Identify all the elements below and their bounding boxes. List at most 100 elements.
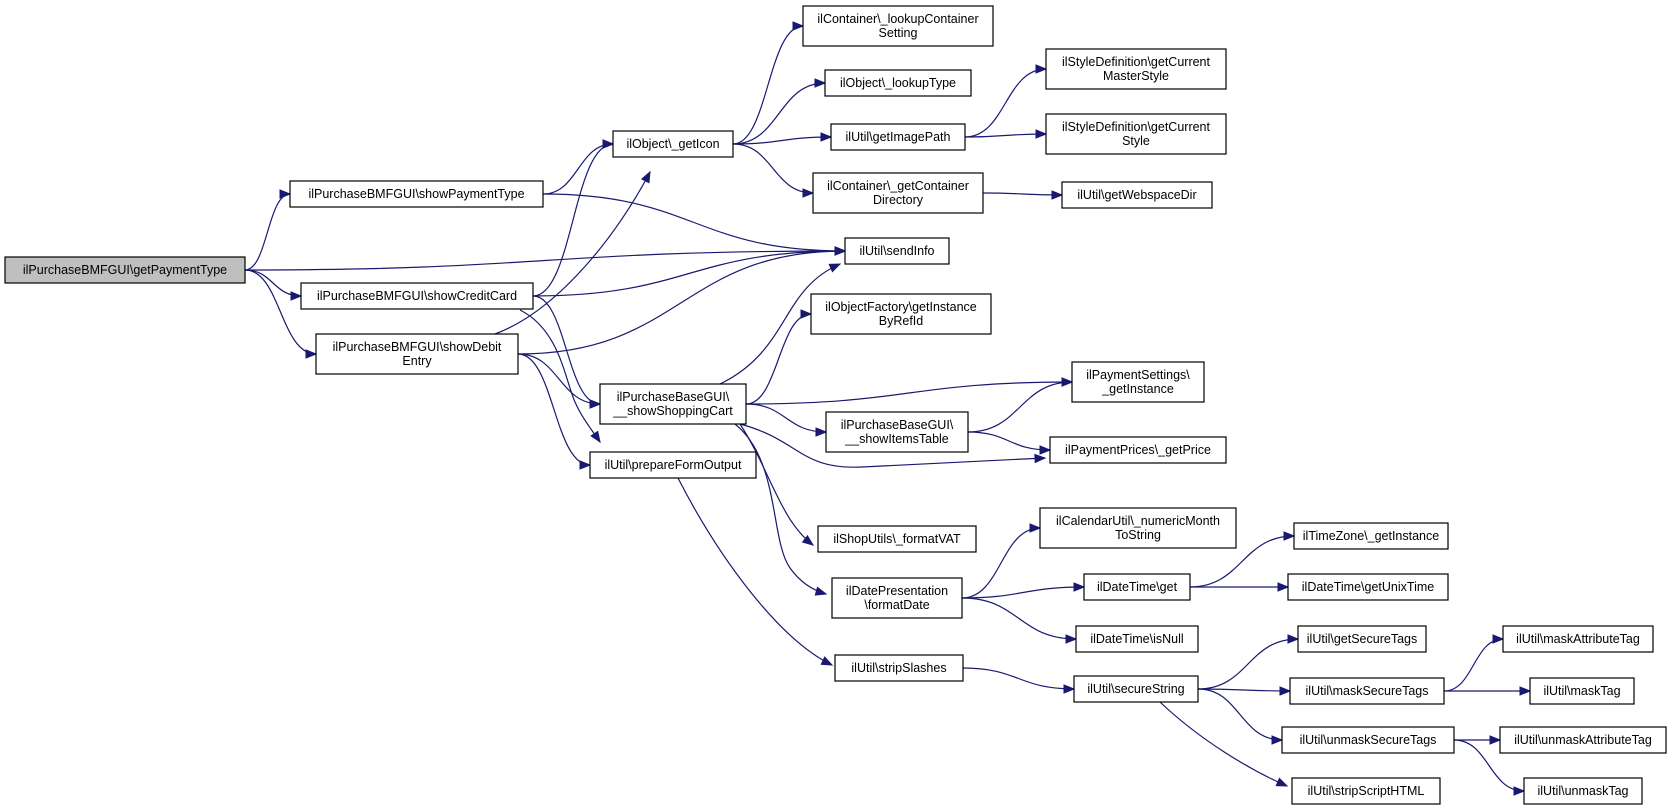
call-edge-line — [961, 586, 1085, 599]
call-edge-line — [982, 192, 1063, 196]
node-box — [589, 451, 757, 479]
arrowhead-icon — [801, 534, 815, 546]
node-label: Setting — [879, 26, 918, 40]
call-edge-line — [734, 423, 827, 595]
call-edge — [517, 246, 847, 355]
node-box — [817, 525, 977, 553]
function-node[interactable]: ilShopUtils\_formatVAT — [817, 525, 977, 553]
function-node[interactable]: ilUtil\sendInfo — [844, 237, 950, 265]
call-edge — [1159, 701, 1289, 787]
function-node[interactable]: ilObject\_lookupType — [824, 69, 972, 97]
function-node[interactable]: ilUtil\stripSlashes — [834, 654, 964, 682]
function-node[interactable]: ilDateTime\get — [1083, 573, 1191, 601]
call-edge-line — [494, 171, 651, 335]
call-edge-line — [1197, 638, 1299, 690]
call-edge — [964, 64, 1048, 138]
function-node[interactable]: ilPurchaseBaseGUI\__showItemsTable — [825, 411, 969, 453]
node-label: __showItemsTable — [844, 432, 949, 446]
function-node[interactable]: ilObject\_getIcon — [612, 130, 734, 158]
node-label: ilPurchaseBMFGUI\showDebit — [333, 340, 502, 354]
arrowhead-icon — [579, 460, 592, 470]
call-edge-line — [745, 381, 1073, 405]
function-node[interactable]: ilUtil\getWebspaceDir — [1061, 181, 1213, 209]
node-box — [830, 123, 966, 151]
function-node[interactable]: ilPurchaseBMFGUI\showPaymentType — [289, 180, 544, 208]
function-node[interactable]: ilPaymentPrices\_getPrice — [1049, 436, 1227, 464]
call-edge — [982, 190, 1064, 200]
arrowhead-icon — [1029, 523, 1042, 533]
function-node[interactable]: ilUtil\secureString — [1073, 675, 1199, 703]
node-box — [1039, 507, 1237, 549]
node-box — [1523, 777, 1643, 805]
call-edge-line — [1197, 688, 1291, 692]
call-edge — [542, 193, 847, 256]
call-edge — [732, 21, 805, 145]
call-edge-line — [517, 250, 846, 355]
function-node[interactable]: ilUtil\unmaskTag — [1523, 777, 1643, 805]
call-edge — [961, 597, 1078, 644]
function-node[interactable]: ilUtil\unmaskAttributeTag — [1499, 726, 1667, 754]
arrowhead-icon — [1061, 377, 1074, 387]
call-edge — [532, 139, 615, 297]
node-box — [1529, 677, 1635, 705]
node-label: __showShoppingCart — [612, 404, 733, 418]
function-node[interactable]: ilUtil\getSecureTags — [1297, 625, 1427, 653]
node-label: ilDateTime\get — [1097, 580, 1178, 594]
node-label: ilContainer\_getContainer — [827, 179, 969, 193]
arrowhead-icon — [820, 132, 833, 142]
function-node[interactable]: ilPurchaseBaseGUI\__showShoppingCart — [599, 383, 747, 425]
call-edge — [519, 309, 601, 444]
function-node[interactable]: ilDatePresentation\formatDate — [831, 577, 963, 619]
function-node[interactable]: ilUtil\maskTag — [1529, 677, 1635, 705]
node-box — [1289, 677, 1445, 705]
call-edge — [494, 170, 651, 335]
function-node[interactable]: ilDateTime\getUnixTime — [1287, 573, 1449, 601]
arrowhead-icon — [1039, 445, 1052, 455]
arrowhead-icon — [1513, 786, 1526, 796]
call-edge-line — [964, 133, 1047, 138]
call-edge — [532, 295, 602, 409]
node-box — [1297, 625, 1427, 653]
function-node[interactable]: ilPaymentSettings\_getInstance — [1071, 361, 1205, 403]
call-graph-nodes: ilPurchaseBMFGUI\getPaymentType ilPurchas… — [4, 5, 1667, 805]
function-node[interactable]: ilUtil\unmaskSecureTags — [1281, 726, 1455, 754]
node-label: ilContainer\_lookupContainer — [817, 12, 978, 26]
root-function-node[interactable]: ilPurchaseBMFGUI\getPaymentType — [4, 256, 246, 284]
function-node[interactable]: ilUtil\stripScriptHTML — [1291, 777, 1441, 805]
node-box — [812, 172, 984, 214]
call-edge — [244, 189, 292, 271]
node-box — [1071, 361, 1205, 403]
function-node[interactable]: ilUtil\maskSecureTags — [1289, 677, 1445, 705]
call-edge — [732, 78, 827, 145]
call-edge-line — [519, 309, 601, 443]
call-edge — [745, 309, 813, 405]
call-edge-line — [961, 527, 1041, 599]
call-edge — [719, 263, 842, 385]
call-edge-line — [732, 25, 804, 145]
function-node[interactable]: ilUtil\prepareFormOutput — [589, 451, 757, 479]
arrowhead-icon — [800, 309, 813, 319]
function-node[interactable]: ilTimeZone\_getInstance — [1293, 522, 1449, 550]
node-label: ilPurchaseBaseGUI\ — [841, 418, 954, 432]
call-edge — [1453, 739, 1526, 796]
node-box — [825, 411, 969, 453]
node-label: ilDatePresentation — [846, 584, 948, 598]
function-node[interactable]: ilDateTime\isNull — [1075, 625, 1199, 653]
node-label: ilUtil\getImagePath — [846, 130, 951, 144]
call-edge — [732, 143, 815, 198]
node-label: ilUtil\maskTag — [1543, 684, 1620, 698]
function-node[interactable]: ilUtil\getImagePath — [830, 123, 966, 151]
function-node[interactable]: ilUtil\maskAttributeTag — [1502, 625, 1654, 653]
node-box — [1499, 726, 1667, 754]
node-box — [612, 130, 734, 158]
function-node[interactable]: ilPurchaseBMFGUI\showCreditCard — [300, 282, 534, 310]
call-edge — [1190, 582, 1290, 592]
